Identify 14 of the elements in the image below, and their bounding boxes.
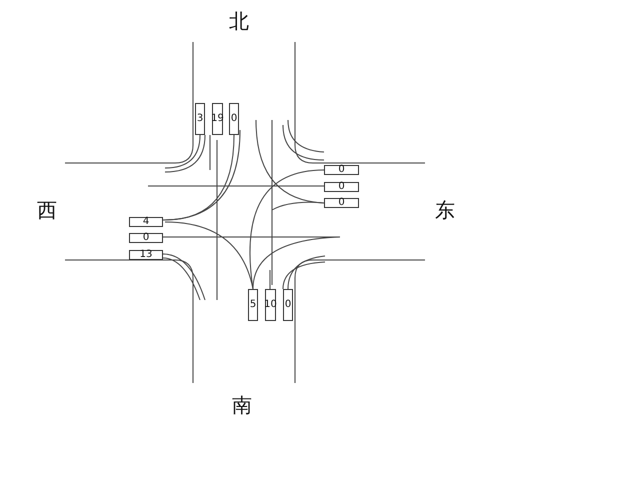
lane-count-box: 0 [229,103,239,135]
lane-count-box: 5 [248,289,258,321]
lane-count-box: 0 [129,233,163,243]
lane-count-box: 13 [129,250,163,260]
lane-count-box: 3 [195,103,205,135]
direction-label: 南 [232,392,252,419]
lane-count-box: 4 [129,217,163,227]
lane-count-box: 0 [283,289,293,321]
lane-count-box: 0 [324,165,359,175]
direction-label: 北 [229,8,249,35]
lane-count-box: 0 [324,182,359,192]
direction-label: 西 [37,197,57,224]
direction-label: 东 [435,197,455,224]
lane-count-box: 0 [324,198,359,208]
